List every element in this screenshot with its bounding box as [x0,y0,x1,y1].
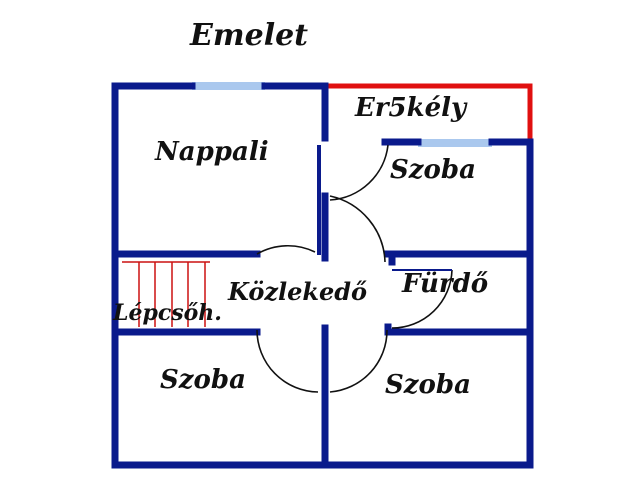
room-label-szoba-bottom-right: Szoba [385,370,471,400]
door-swings [256,144,453,393]
interior-walls [111,82,534,469]
room-label-szoba-top-right: Szoba [390,155,476,185]
window-nappali [192,82,265,90]
room-label-erkely: Er5kély [354,93,468,123]
room-label-lepcsohaz: Lépcsőh. [112,300,222,326]
room-label-kozlekedo: Közlekedő [227,277,367,306]
room-label-furdo: Fürdő [401,269,488,299]
window-szoba-top-right [418,139,492,147]
room-label-nappali: Nappali [154,137,269,167]
balcony-railing [325,83,533,142]
floor-title: Emelet [189,18,308,53]
staircase [122,261,210,327]
room-label-szoba-bottom-left: Szoba [160,365,246,395]
